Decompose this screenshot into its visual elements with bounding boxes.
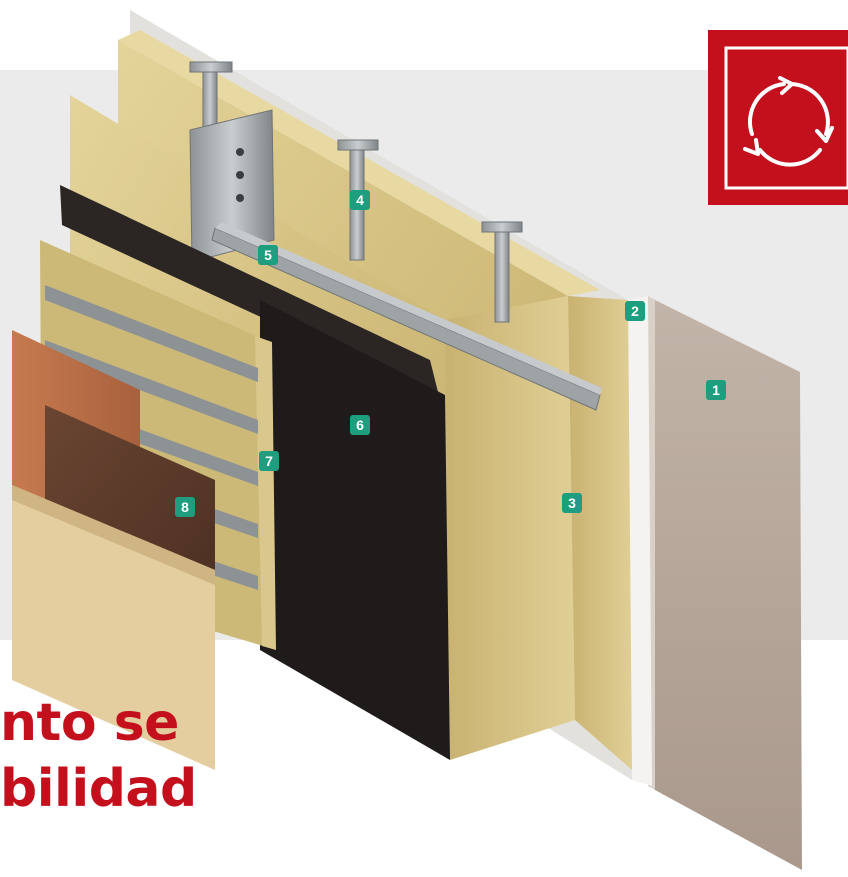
callout-4: 4 — [350, 190, 370, 210]
callout-6: 6 — [350, 415, 370, 435]
panel-wool-edge — [255, 336, 276, 650]
horizontal-profile — [211, 222, 602, 411]
badge-background — [708, 30, 848, 205]
callout-7: 7 — [259, 451, 279, 471]
membrane-face — [260, 300, 450, 760]
rear-wool-side — [568, 296, 632, 770]
white-board-edge — [628, 296, 652, 786]
callout-8: 8 — [175, 497, 195, 517]
vertical-profile — [189, 109, 275, 263]
headline: nto se bilidad — [0, 690, 197, 822]
callout-3: 3 — [562, 493, 582, 513]
callout-1: 1 — [706, 380, 726, 400]
headline-line-1: nto se — [0, 693, 179, 753]
callout-5: 5 — [258, 245, 278, 265]
front-wool-side — [445, 296, 575, 760]
cladding-light-board-shade — [12, 485, 215, 585]
headline-line-2: bilidad — [0, 759, 197, 819]
recycle-cycle-icon — [743, 76, 834, 167]
badge-frame — [724, 46, 848, 190]
finish-board-face — [655, 300, 802, 870]
callout-2: 2 — [625, 301, 645, 321]
